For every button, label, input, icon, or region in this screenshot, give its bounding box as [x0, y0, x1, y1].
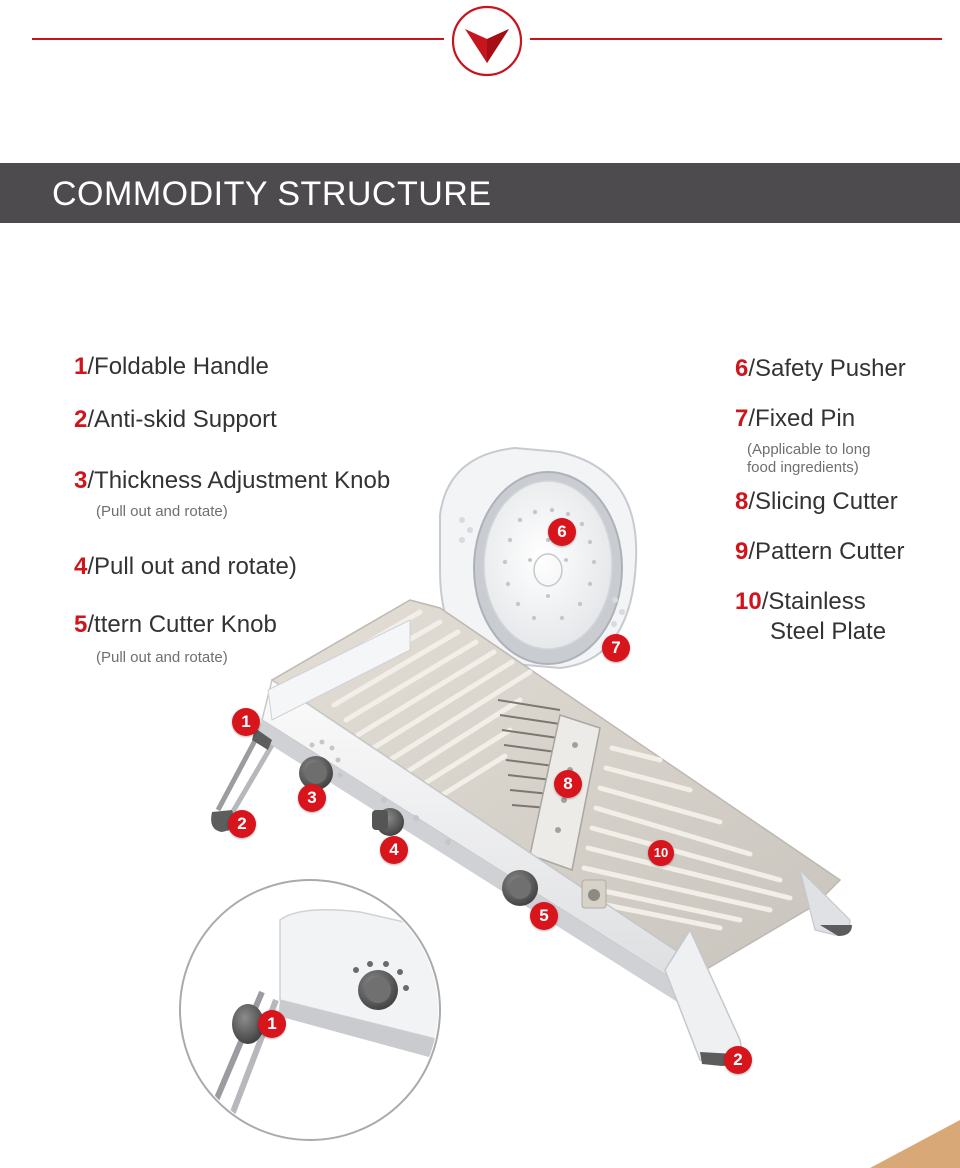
badge-2: 2 — [228, 810, 256, 838]
badge-1-zoom: 1 — [258, 1010, 286, 1038]
note-fixed-pin-1: (Applicable to long — [747, 441, 871, 458]
label-pull-out-rotate: 4/Pull out and rotate) — [74, 553, 297, 580]
wooden-surface-corner — [870, 1120, 960, 1168]
section-header: COMMODITY STRUCTURE — [0, 163, 960, 223]
badge-1: 1 — [232, 708, 260, 736]
label-stainless-plate: 10/Stainless — [735, 588, 866, 615]
badge-4: 4 — [380, 836, 408, 864]
label-thickness-knob: 3/Thickness Adjustment Knob — [74, 467, 391, 494]
badge-8: 8 — [554, 770, 582, 798]
label-safety-pusher: 6/Safety Pusher — [735, 355, 906, 382]
note-thickness-knob: (Pull out and rotate) — [96, 503, 228, 520]
divider-right — [530, 38, 942, 40]
note-fixed-pin-2: food ingredients) — [747, 459, 859, 476]
label-slicing-cutter: 8/Slicing Cutter — [735, 488, 898, 515]
zoom-detail — [179, 879, 441, 1141]
label-fixed-pin: 7/Fixed Pin — [735, 405, 856, 432]
label-stainless-plate-line2: Steel Plate — [770, 618, 887, 645]
label-pattern-cutter-knob: 5/ttern Cutter Knob — [74, 611, 277, 638]
chevron-down-emblem-icon — [451, 5, 523, 77]
label-pattern-cutter: 9/Pattern Cutter — [735, 538, 905, 565]
safety-pusher — [439, 446, 638, 670]
badge-10: 10 — [648, 840, 674, 866]
badge-3: 3 — [298, 784, 326, 812]
divider-left — [32, 38, 444, 40]
label-foldable-handle: 1/Foldable Handle — [74, 353, 269, 380]
badge-6: 6 — [548, 518, 576, 546]
note-pattern-cutter-knob: (Pull out and rotate) — [96, 649, 228, 666]
badge-5: 5 — [530, 902, 558, 930]
badge-2-rear: 2 — [724, 1046, 752, 1074]
badge-7: 7 — [602, 634, 630, 662]
label-anti-skid-support: 2/Anti-skid Support — [74, 406, 277, 433]
section-title: COMMODITY STRUCTURE — [52, 175, 492, 213]
